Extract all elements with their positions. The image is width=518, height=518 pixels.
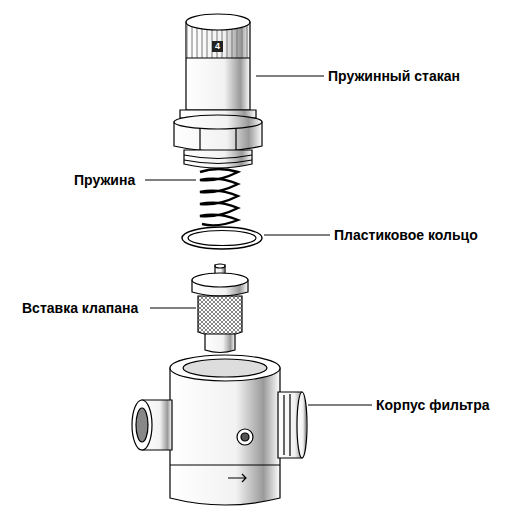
part-name: Пружинный стакан (328, 68, 460, 84)
part-name: Пластиковое кольцо (334, 227, 478, 243)
part-name: Корпус фильтра (376, 397, 490, 413)
part-name: Вставка клапана (22, 300, 138, 316)
dial-number: 4 (212, 41, 223, 52)
part-name: Пружина (74, 172, 135, 188)
